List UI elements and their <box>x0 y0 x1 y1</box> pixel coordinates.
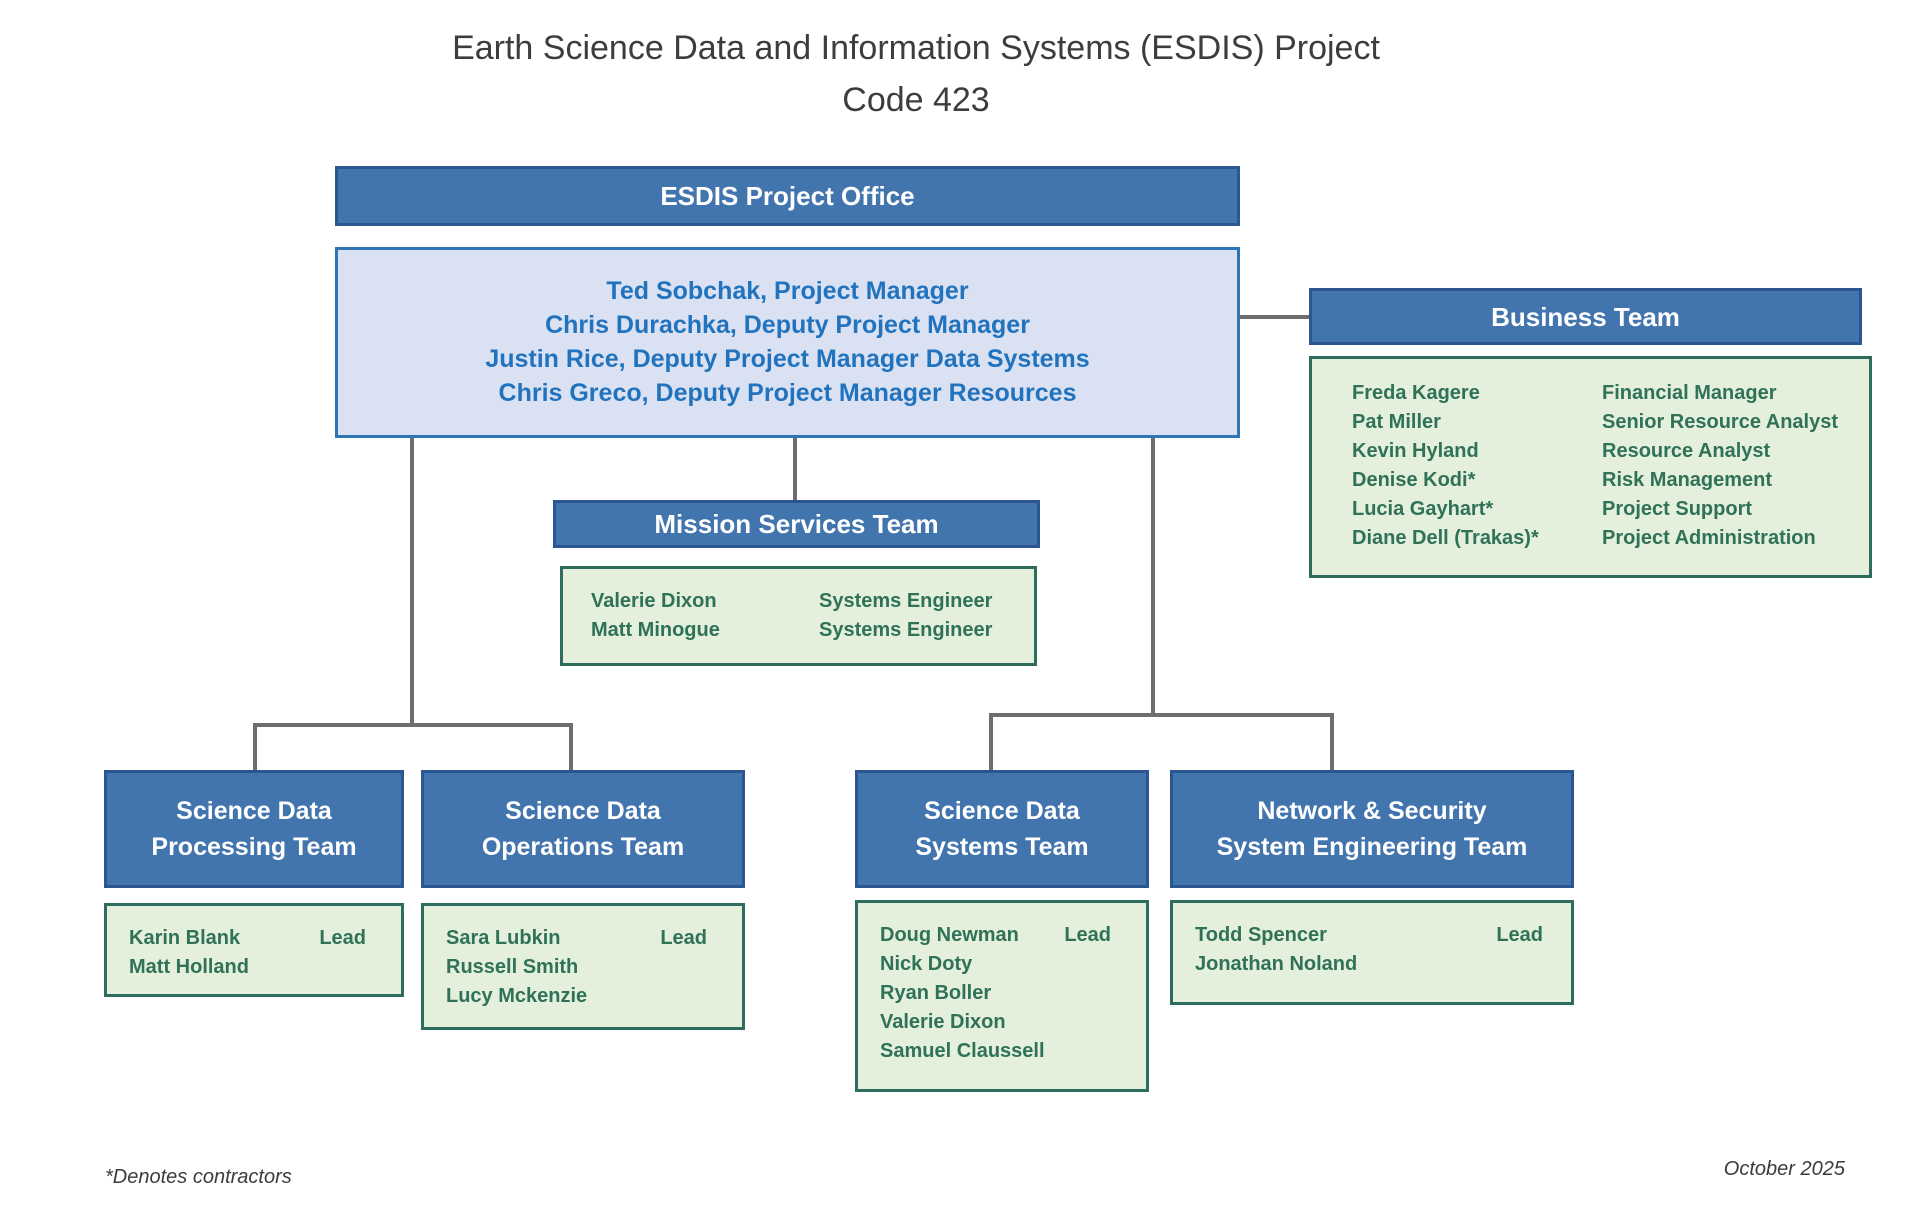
date-label: October 2025 <box>1723 1158 1845 1180</box>
member-name: Russell Smith <box>446 956 579 978</box>
mission-services-team-header: Mission Services Team <box>553 500 1040 548</box>
connector-right-vertical <box>1151 438 1155 713</box>
member-role: Financial Manager <box>1602 382 1777 404</box>
connector-mission-drop <box>793 438 797 500</box>
staff-line: Chris Greco, Deputy Project Manager Reso… <box>498 379 1077 407</box>
page-title-line2: Code 423 <box>842 81 990 119</box>
member-role: Lead <box>319 927 366 949</box>
member-row: Jonathan Noland <box>1173 950 1571 979</box>
member-role: Lead <box>1496 924 1543 946</box>
member-role: Systems Engineer <box>819 619 993 641</box>
connector-left-horizontal <box>253 723 573 727</box>
member-role: Project Support <box>1602 498 1753 520</box>
page-title-line1: Earth Science Data and Information Syste… <box>452 29 1380 67</box>
connector-network-drop <box>1330 713 1334 770</box>
member-row: Doug Newman Lead <box>858 921 1146 950</box>
member-name: Lucia Gayhart* <box>1352 498 1494 520</box>
contractors-note: *Denotes contractors <box>105 1166 292 1188</box>
member-row: Lucy Mckenzie <box>424 982 742 1011</box>
member-row: Denise Kodi* Risk Management <box>1352 466 1869 495</box>
business-team-box: Freda Kagere Financial Manager Pat Mille… <box>1309 356 1872 578</box>
member-name: Valerie Dixon <box>591 590 717 612</box>
connector-business <box>1240 315 1309 319</box>
header-line1: Network & Security <box>1257 797 1487 825</box>
business-team-title: Business Team <box>1491 301 1680 332</box>
member-row: Nick Doty <box>858 950 1146 979</box>
member-name: Matt Holland <box>129 956 249 978</box>
member-role: Lead <box>1064 924 1111 946</box>
staff-line: Chris Durachka, Deputy Project Manager <box>545 311 1030 339</box>
connector-right-horizontal <box>989 713 1334 717</box>
header-line1: Science Data <box>924 797 1080 825</box>
header-line2: Operations Team <box>481 833 685 861</box>
member-role: Systems Engineer <box>819 590 993 612</box>
member-row: Lucia Gayhart* Project Support <box>1352 495 1869 524</box>
member-name: Ryan Boller <box>880 982 992 1004</box>
member-row: Kevin Hyland Resource Analyst <box>1352 437 1869 466</box>
science-data-operations-team-box: Sara Lubkin Lead Russell Smith Lucy Mcke… <box>421 903 745 1030</box>
member-row: Valerie Dixon Systems Engineer <box>591 587 1034 616</box>
member-name: Nick Doty <box>880 953 973 975</box>
member-row: Todd Spencer Lead <box>1173 921 1571 950</box>
header-line2: System Engineering Team <box>1216 833 1528 861</box>
member-role: Project Administration <box>1602 527 1816 549</box>
connector-operations-drop <box>569 723 573 770</box>
business-team-header: Business Team <box>1309 288 1862 345</box>
member-name: Karin Blank <box>129 927 241 949</box>
connector-systems-drop <box>989 713 993 770</box>
esdis-project-office-header: ESDIS Project Office <box>335 166 1240 226</box>
member-name: Kevin Hyland <box>1352 440 1479 462</box>
member-row: Freda Kagere Financial Manager <box>1352 379 1869 408</box>
member-row: Samuel Claussell <box>858 1037 1146 1066</box>
member-role: Resource Analyst <box>1602 440 1771 462</box>
network-security-team-header: Network & Security System Engineering Te… <box>1170 770 1574 888</box>
member-row: Matt Minogue Systems Engineer <box>591 616 1034 645</box>
member-row: Karin Blank Lead <box>107 924 401 953</box>
member-name: Valerie Dixon <box>880 1011 1006 1033</box>
member-name: Freda Kagere <box>1352 382 1480 404</box>
member-row: Russell Smith <box>424 953 742 982</box>
connector-processing-drop <box>253 723 257 770</box>
header-line1: Science Data <box>176 797 332 825</box>
member-row: Sara Lubkin Lead <box>424 924 742 953</box>
science-data-processing-team-box: Karin Blank Lead Matt Holland <box>104 903 404 997</box>
member-row: Valerie Dixon <box>858 1008 1146 1037</box>
member-name: Denise Kodi* <box>1352 469 1476 491</box>
connector-left-vertical <box>410 438 414 723</box>
network-security-team-box: Todd Spencer Lead Jonathan Noland <box>1170 900 1574 1005</box>
science-data-processing-team-header: Science Data Processing Team <box>104 770 404 888</box>
member-name: Matt Minogue <box>591 619 720 641</box>
member-name: Pat Miller <box>1352 411 1441 433</box>
page-title: Earth Science Data and Information Syste… <box>0 22 1832 126</box>
member-name: Diane Dell (Trakas)* <box>1352 527 1539 549</box>
esdis-project-office-box: Ted Sobchak, Project Manager Chris Durac… <box>335 247 1240 438</box>
mission-services-team-box: Valerie Dixon Systems Engineer Matt Mino… <box>560 566 1037 666</box>
member-name: Lucy Mckenzie <box>446 985 588 1007</box>
member-name: Samuel Claussell <box>880 1040 1045 1062</box>
member-role: Risk Management <box>1602 469 1773 491</box>
member-role: Lead <box>660 927 707 949</box>
mission-services-team-title: Mission Services Team <box>654 509 939 539</box>
member-name: Doug Newman <box>880 924 1019 946</box>
member-row: Pat Miller Senior Resource Analyst <box>1352 408 1869 437</box>
staff-line: Ted Sobchak, Project Manager <box>606 277 969 305</box>
member-name: Sara Lubkin <box>446 927 561 949</box>
header-line1: Science Data <box>505 797 661 825</box>
staff-line: Justin Rice, Deputy Project Manager Data… <box>485 345 1090 373</box>
science-data-systems-team-box: Doug Newman Lead Nick Doty Ryan Boller V… <box>855 900 1149 1092</box>
science-data-systems-team-header: Science Data Systems Team <box>855 770 1149 888</box>
science-data-operations-team-header: Science Data Operations Team <box>421 770 745 888</box>
header-line2: Processing Team <box>151 833 357 861</box>
header-line2: Systems Team <box>915 833 1089 861</box>
member-row: Diane Dell (Trakas)* Project Administrat… <box>1352 524 1869 553</box>
esdis-project-office-title: ESDIS Project Office <box>660 181 915 211</box>
member-name: Jonathan Noland <box>1195 953 1358 975</box>
member-name: Todd Spencer <box>1195 924 1327 946</box>
member-row: Matt Holland <box>107 953 401 982</box>
member-role: Senior Resource Analyst <box>1602 411 1839 433</box>
member-row: Ryan Boller <box>858 979 1146 1008</box>
